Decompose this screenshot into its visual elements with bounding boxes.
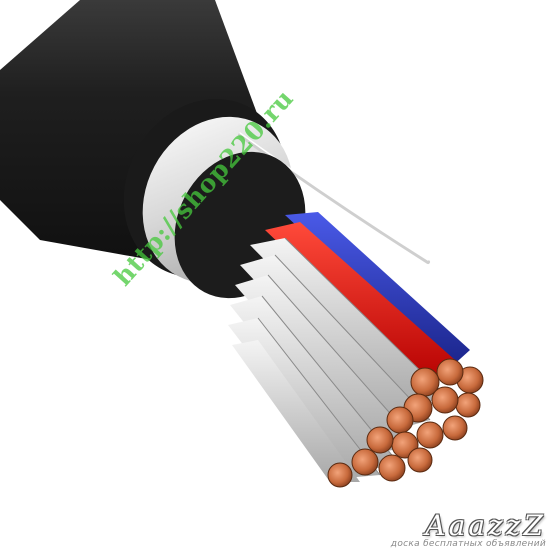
copper-end xyxy=(327,462,353,488)
copper-end xyxy=(378,454,406,482)
copper-end xyxy=(416,421,444,449)
brand-watermark: AaazzZ доска бесплатных объявлений xyxy=(391,511,546,550)
copper-end xyxy=(431,386,459,414)
copper-end xyxy=(436,358,464,386)
core-red xyxy=(265,222,455,385)
copper-end xyxy=(366,426,394,454)
copper-end xyxy=(442,415,468,441)
wire-cores xyxy=(228,212,470,482)
drain-wire xyxy=(238,133,430,264)
copper-end xyxy=(455,392,481,418)
brand-logo: AaazzZ xyxy=(425,509,546,542)
brand-tagline: доска бесплатных объявлений xyxy=(390,539,546,549)
copper-conductors xyxy=(327,358,484,488)
core-white xyxy=(232,340,360,482)
copper-end xyxy=(407,447,433,473)
copper-end xyxy=(351,448,379,476)
copper-end xyxy=(386,406,414,434)
